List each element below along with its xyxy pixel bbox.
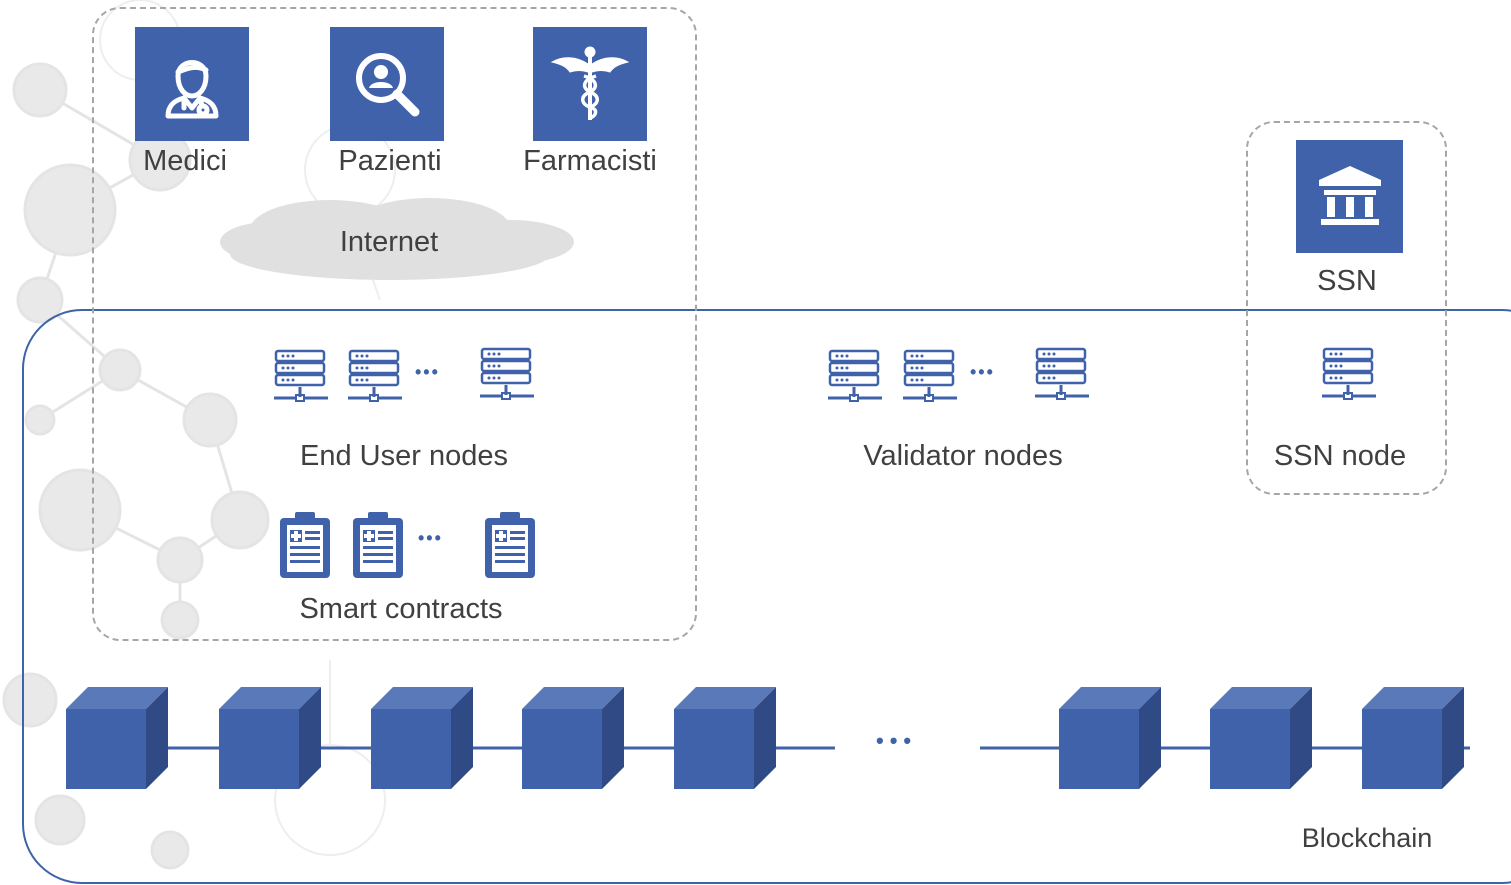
institution-icon xyxy=(1318,165,1381,225)
clipboard-icon xyxy=(485,512,535,578)
block-cube xyxy=(522,687,624,789)
caduceus-icon xyxy=(550,46,630,120)
patient-tile xyxy=(330,27,444,141)
block-cube xyxy=(1059,687,1161,789)
block-cube xyxy=(1210,687,1312,789)
block-cube xyxy=(674,687,776,789)
doctor-icon xyxy=(165,60,219,119)
server-icon xyxy=(903,349,957,402)
clipboard-icon xyxy=(353,512,403,578)
server-icon xyxy=(480,347,534,400)
actor-label-medici: Medici xyxy=(143,145,227,177)
block-cube xyxy=(66,687,168,789)
server-icon xyxy=(348,349,402,402)
server-icon xyxy=(828,349,882,402)
blockchain-label: Blockchain xyxy=(1301,823,1433,853)
blockchain-frame xyxy=(22,309,1511,884)
ssn-tile xyxy=(1296,140,1403,253)
ssn-node-label: SSN node xyxy=(1273,440,1407,472)
actor-label-pazienti: Pazienti xyxy=(338,145,442,177)
end-user-nodes-ellipsis: ••• xyxy=(415,362,440,382)
validator-nodes-ellipsis: ••• xyxy=(970,362,995,382)
patient-search-icon xyxy=(356,53,420,117)
actor-label-farmacisti: Farmacisti xyxy=(523,145,657,177)
ssn-label: SSN xyxy=(1317,265,1377,297)
clipboard-icon xyxy=(280,512,330,578)
block-cube xyxy=(1362,687,1464,789)
actors-group xyxy=(92,7,697,641)
pharmacist-tile xyxy=(533,27,647,141)
block-cube xyxy=(371,687,473,789)
server-icon xyxy=(1322,347,1376,400)
doctor-tile xyxy=(135,27,249,141)
smart-contracts-ellipsis: ••• xyxy=(418,528,443,548)
internet-cloud xyxy=(220,198,574,280)
server-icon xyxy=(274,349,328,402)
ssn-group xyxy=(1246,121,1447,495)
smart-contracts-label: Smart contracts xyxy=(299,593,503,625)
block-cube xyxy=(219,687,321,789)
server-icon xyxy=(1035,347,1089,400)
blockchain-ellipsis: ••• xyxy=(876,728,918,753)
validator-nodes-label: Validator nodes xyxy=(863,440,1063,472)
internet-label: Internet xyxy=(339,226,439,258)
end-user-nodes-label: End User nodes xyxy=(300,440,508,472)
